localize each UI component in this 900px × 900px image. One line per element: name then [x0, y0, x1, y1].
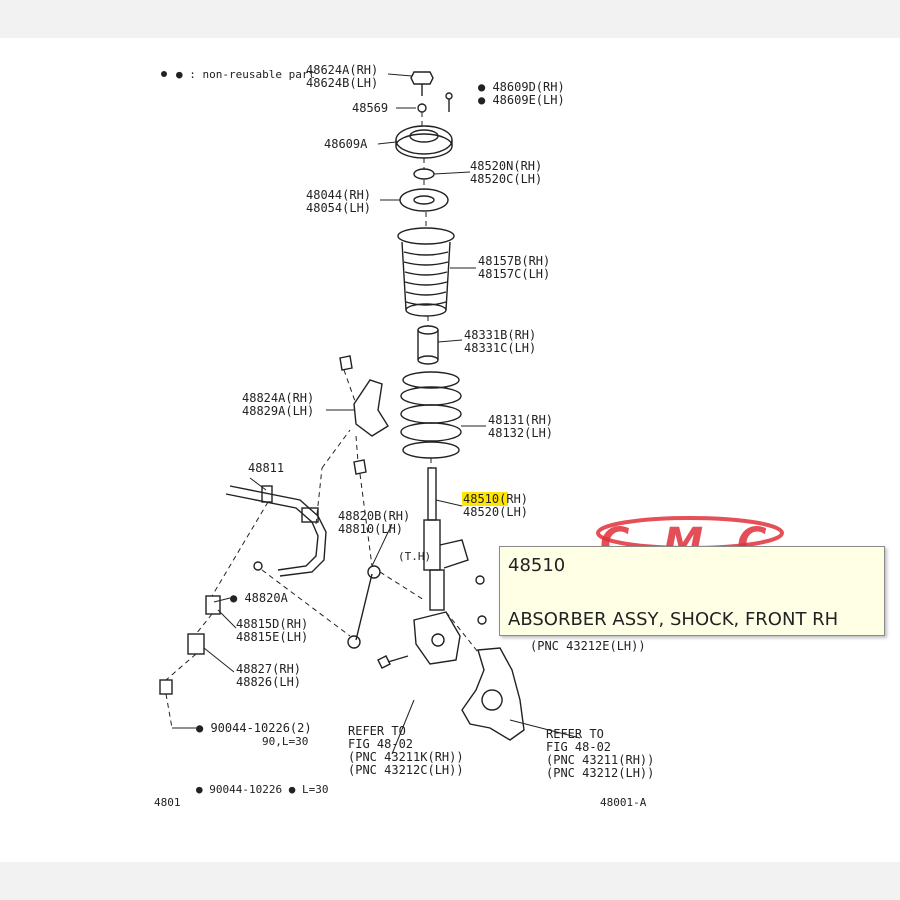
label-48054[interactable]: 48054(LH) [306, 201, 371, 215]
label-48829A[interactable]: 48829A(LH) [242, 404, 314, 418]
label-48624B[interactable]: 48624B(LH) [306, 76, 378, 90]
label-48824A[interactable]: 48824A(RH) [242, 391, 314, 405]
label-48609E[interactable]: ● 48609E(LH) [478, 93, 565, 107]
label-48827[interactable]: 48827(RH) [236, 662, 301, 676]
figure-code-right: 48001-A [600, 796, 647, 809]
leader-lines [172, 73, 581, 755]
label-48157B[interactable]: 48157B(RH) [478, 254, 550, 268]
ref1-line2[interactable]: FIG 48-02 [348, 737, 413, 751]
part-tooltip: 48510 ABSORBER ASSY, SHOCK, FRONT RH [499, 546, 885, 636]
ref1-line4[interactable]: (PNC 43212C(LH)) [348, 763, 464, 777]
label-48331C[interactable]: 48331C(LH) [464, 341, 536, 355]
label-48815E[interactable]: 48815E(LH) [236, 630, 308, 644]
ref2-line3[interactable]: (PNC 43211(RH)) [546, 753, 654, 767]
label-48820A[interactable]: ● 48820A [230, 591, 289, 605]
label-48520N[interactable]: 48520N(RH) [470, 159, 542, 173]
label-48624A[interactable]: 48624A(RH) [306, 63, 378, 77]
label-90044-a[interactable]: ● 90044-10226(2) [196, 721, 312, 735]
bearing-48520N-icon [413, 168, 435, 180]
label-48044[interactable]: 48044(RH) [306, 188, 371, 202]
upper-support-48609A-icon [395, 125, 453, 159]
legend-text: ● : non-reusable part [176, 68, 315, 81]
label-48520[interactable]: 48520(LH) [463, 505, 528, 519]
label-48520C[interactable]: 48520C(LH) [470, 172, 542, 186]
tooltip-part-number: 48510 [508, 555, 566, 576]
ref1-line1[interactable]: REFER TO [348, 724, 406, 738]
dust-boot-48157B-icon [397, 227, 455, 317]
upper-seat-48044-icon [399, 188, 449, 212]
bolt-icon [377, 575, 487, 669]
label-48811[interactable]: 48811 [248, 461, 284, 475]
figure-code-left: 4801 [154, 796, 181, 809]
part-48510-highlight [462, 492, 508, 506]
label-90044-b: 90,L=30 [262, 735, 308, 748]
label-48131[interactable]: 48131(RH) [488, 413, 553, 427]
bottom-margin-band [0, 862, 900, 900]
bump-stop-48331B-icon [417, 325, 439, 365]
support-nut-icon [410, 71, 434, 96]
ref2-line1[interactable]: REFER TO [546, 727, 604, 741]
label-48810[interactable]: 48810(LH) [338, 522, 403, 536]
washer-48569-icon [417, 103, 427, 113]
coil-spring-48131-icon [400, 371, 462, 459]
stabilizer-bar-48811-icon [225, 485, 327, 577]
top-margin-band [0, 0, 900, 38]
shock-absorber-48510-icon [413, 467, 469, 665]
tooltip-description: ABSORBER ASSY, SHOCK, FRONT RH [508, 609, 839, 630]
label-48157C[interactable]: 48157C(LH) [478, 267, 550, 281]
label-48132[interactable]: 48132(LH) [488, 426, 553, 440]
nut-48609-icon [445, 92, 453, 100]
label-bottom-bolt[interactable]: ● 90044-10226 ● L=30 [196, 783, 328, 796]
steering-knuckle-icon [461, 647, 525, 741]
stabilizer-link-48820B-icon [347, 565, 381, 649]
label-48510[interactable]: 48510(RH) [463, 492, 528, 506]
ref1-line3[interactable]: (PNC 43211K(RH)) [348, 750, 464, 764]
label-th: (T.H) [398, 550, 431, 563]
label-48820B[interactable]: 48820B(RH) [338, 509, 410, 523]
legend-bullet-icon [161, 71, 167, 77]
bracket-48824A-icon [339, 355, 389, 475]
label-48609A[interactable]: 48609A [324, 137, 368, 151]
label-48826[interactable]: 48826(LH) [236, 675, 301, 689]
assembly-dashed-lines [165, 112, 479, 729]
label-48331B[interactable]: 48331B(RH) [464, 328, 536, 342]
ref2-line2[interactable]: FIG 48-02 [546, 740, 611, 754]
label-48609D[interactable]: ● 48609D(RH) [478, 80, 565, 94]
label-pnc-behind-tooltip: (PNC 43212E(LH)) [530, 639, 646, 653]
ref2-line4[interactable]: (PNC 43212(LH)) [546, 766, 654, 780]
label-48815D[interactable]: 48815D(RH) [236, 617, 308, 631]
label-48569[interactable]: 48569 [352, 101, 388, 115]
